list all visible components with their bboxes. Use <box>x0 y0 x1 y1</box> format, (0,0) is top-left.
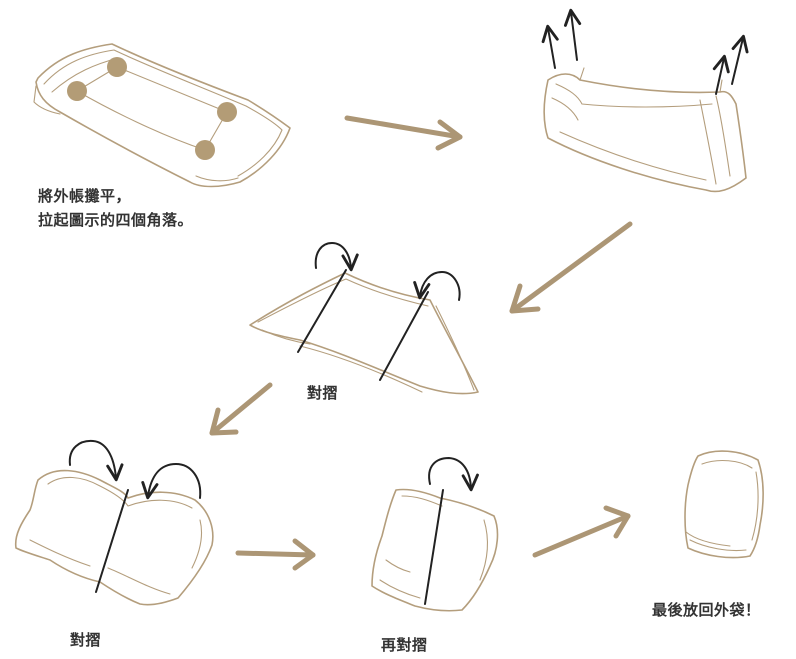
step6-caption: 最後放回外袋！ <box>652 601 761 619</box>
corner-dot <box>107 57 127 77</box>
flow-arrow-step2-to-step3 <box>509 221 633 314</box>
corner-dots <box>67 57 237 160</box>
flow-arrow-step4-to-step5 <box>235 538 316 571</box>
step1-caption: 將外帳攤平， 拉起圖示的四個角落。 <box>38 184 193 232</box>
curved-fold-arrow-icon <box>314 242 359 272</box>
step3-tent-sketch <box>249 272 479 395</box>
step2-lifted-tent-sketch <box>543 67 747 193</box>
step3-fold-lines <box>297 269 429 381</box>
step5-fold-line <box>424 489 444 605</box>
fold-line <box>297 269 347 353</box>
corner-dot <box>195 140 215 160</box>
step4-tent-sketch <box>14 469 214 606</box>
lift-arrow-icon <box>731 34 749 85</box>
step4-fold-line <box>95 489 129 593</box>
step5-caption: 再對摺 <box>381 636 428 654</box>
lift-arrow-icon <box>563 8 582 61</box>
step3-fold-arrows <box>314 242 461 301</box>
step6-packed-bundle-sketch <box>684 450 764 559</box>
step4-caption: 對摺 <box>70 631 102 649</box>
curved-fold-arrow-icon <box>68 439 124 482</box>
lift-arrows <box>541 8 749 95</box>
corner-dot <box>67 81 87 101</box>
lift-arrow-icon <box>541 24 559 69</box>
step1-flat-tent-sketch <box>33 43 291 188</box>
fold-line <box>379 291 429 381</box>
curved-fold-arrow-icon <box>428 457 479 492</box>
curved-fold-arrow-icon <box>413 271 461 301</box>
flow-arrow-step1-to-step2 <box>344 115 463 151</box>
step4-fold-arrows <box>68 439 202 500</box>
fold-line <box>95 489 129 593</box>
flow-arrow-step3-to-step4 <box>209 382 273 436</box>
flow-arrow-step5-to-step6 <box>532 505 631 558</box>
corner-dot <box>217 102 237 122</box>
fold-line <box>424 489 444 605</box>
step5-fold-arrow <box>428 457 479 492</box>
lift-arrow-icon <box>712 54 730 95</box>
curved-fold-arrow-icon <box>141 463 202 500</box>
step1-caption-line2: 拉起圖示的四個角落。 <box>38 211 194 229</box>
step5-tent-sketch <box>371 488 499 612</box>
step3-caption: 對摺 <box>307 384 339 402</box>
step1-caption-line1: 將外帳攤平， <box>38 187 132 205</box>
